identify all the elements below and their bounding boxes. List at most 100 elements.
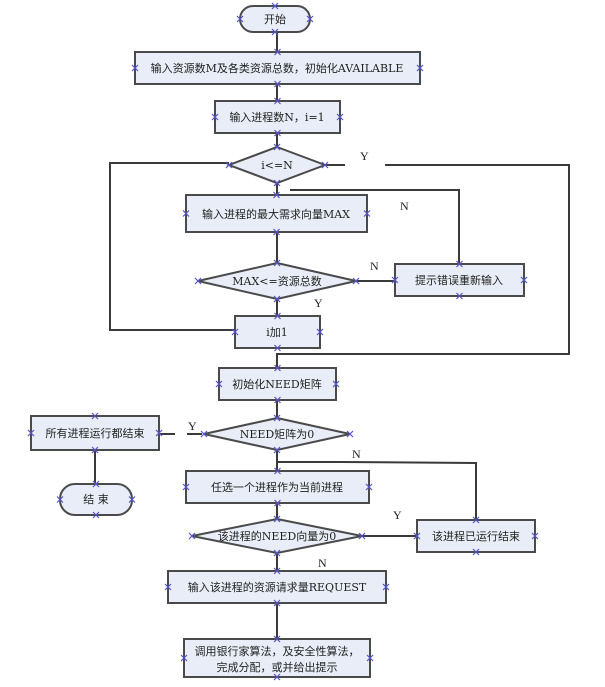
edge-error-back (290, 189, 460, 264)
all-done-label: 所有进程运行都结束 (46, 426, 145, 440)
connection-point-icon (273, 673, 281, 681)
connection-point-icon (306, 15, 314, 23)
connection-point-icon (363, 210, 371, 217)
node-banker: 调用银行家算法，及安全性算法， 完成分配，或并给出提示 (183, 638, 371, 678)
label-i-le-n-yes: Y (360, 149, 369, 163)
label-max-yes: Y (314, 296, 323, 310)
connection-point-icon (336, 113, 344, 121)
start-label: 开始 (264, 12, 286, 26)
connection-point-icon (346, 430, 354, 438)
connection-point-icon (274, 396, 281, 404)
connection-point-icon (274, 467, 281, 475)
connection-point-icon (92, 511, 100, 519)
input-resources-label: 输入资源数M及各类资源总数，初始化AVAILABLE (151, 61, 404, 75)
cond-need-zero-label: NEED矩阵为0 (240, 427, 315, 441)
process-box (218, 367, 337, 401)
connection-point-icon (273, 228, 280, 236)
node-cond-i-le-n: i<=N (226, 145, 328, 185)
connection-point-icon (274, 97, 281, 105)
connection-point-icon (271, 28, 279, 36)
connection-point-icon (472, 548, 480, 556)
input-request-label: 输入该进程的资源请求量REQUEST (188, 580, 367, 594)
connection-point-icon (182, 483, 190, 491)
edge-loop-back (109, 162, 235, 331)
label-max-no: N (370, 259, 379, 273)
connection-point-icon (520, 276, 528, 284)
process-finished-label: 该进程已运行结束 (432, 529, 520, 543)
connection-point-icon (413, 532, 421, 540)
connection-point-icon (416, 64, 424, 72)
node-cond-process-need-zero: 该进程的NEED向量为0 (191, 517, 363, 555)
connection-point-icon (273, 179, 281, 187)
connection-point-icon (456, 292, 463, 300)
connection-point-icon (274, 364, 281, 372)
label-need-zero-no: N (352, 447, 361, 461)
process-box (416, 519, 536, 553)
connection-point-icon (91, 412, 99, 420)
connection-point-icon (321, 161, 329, 169)
connection-point-icon (225, 161, 233, 169)
connection-point-icon (27, 429, 35, 437)
node-i-plus-1: i加1 (234, 315, 321, 349)
node-cond-need-zero: NEED矩阵为0 (203, 416, 351, 452)
connection-point-icon (273, 549, 281, 557)
node-cond-max: MAX<=资源总数 (197, 261, 357, 301)
i-plus-1-label: i加1 (266, 326, 288, 339)
connection-point-icon (92, 480, 100, 488)
cond-process-need-zero-label: 该进程的NEED向量为0 (218, 529, 337, 543)
connection-point-icon (273, 515, 281, 523)
node-error-reinput: 提示错误重新输入 (394, 263, 525, 297)
connection-point-icon (155, 429, 163, 437)
connection-point-icon (382, 583, 390, 591)
connection-point-icon (182, 210, 190, 217)
connection-point-icon (456, 260, 463, 268)
connection-point-icon (273, 295, 281, 303)
connectors (94, 32, 570, 639)
node-start: 开始 (239, 5, 311, 33)
connection-point-icon (164, 583, 172, 591)
connection-point-icon (211, 113, 219, 121)
connection-point-icon (273, 599, 281, 607)
init-need-label: 初始化NEED矩阵 (232, 377, 322, 391)
process-box (167, 570, 387, 604)
label-error-no: N (400, 199, 409, 213)
node-input-processes: 输入进程数N，i=1 (214, 100, 341, 134)
connection-point-icon (273, 143, 281, 151)
connection-point-icon (366, 654, 374, 662)
connection-point-icon (131, 64, 139, 72)
node-init-need: 初始化NEED矩阵 (218, 367, 337, 401)
input-max-label: 输入进程的最大需求向量MAX (202, 207, 350, 221)
connection-markers (27, 2, 539, 681)
label-need-zero-yes: Y (188, 419, 197, 433)
connection-point-icon (128, 496, 136, 503)
connection-point-icon (332, 380, 340, 388)
node-pick-process: 任选一个进程作为当前进程 (185, 470, 370, 504)
process-box (134, 51, 421, 85)
input-processes-label: 输入进程数N，i=1 (229, 110, 324, 124)
cond-max-label: MAX<=资源总数 (232, 274, 321, 288)
label-proc-need-yes: Y (393, 508, 402, 522)
connection-point-icon (188, 532, 196, 540)
connection-point-icon (215, 380, 223, 388)
connection-point-icon (273, 191, 280, 199)
node-input-resources: 输入资源数M及各类资源总数，初始化AVAILABLE (134, 51, 421, 85)
error-reinput-label: 提示错误重新输入 (415, 273, 503, 287)
connection-point-icon (472, 516, 480, 524)
connection-point-icon (274, 129, 281, 137)
connection-point-icon (273, 635, 281, 643)
end-label: 结 束 (83, 493, 109, 506)
connection-point-icon (91, 446, 99, 454)
connection-point-icon (365, 483, 373, 491)
connection-point-icon (274, 312, 281, 320)
connection-point-icon (391, 276, 399, 284)
connection-point-icon (271, 2, 279, 10)
connection-point-icon (274, 344, 281, 352)
connection-point-icon (352, 277, 360, 285)
edge-labels: Y N N Y Y N Y N (188, 149, 409, 570)
node-all-done: 所有进程运行都结束 (30, 415, 160, 451)
label-proc-need-no: N (318, 556, 327, 570)
connection-point-icon (274, 80, 281, 88)
node-process-finished: 该进程已运行结束 (416, 519, 536, 553)
connection-point-icon (200, 430, 208, 438)
banker-label-line1: 调用银行家算法，及安全性算法， (195, 644, 360, 658)
